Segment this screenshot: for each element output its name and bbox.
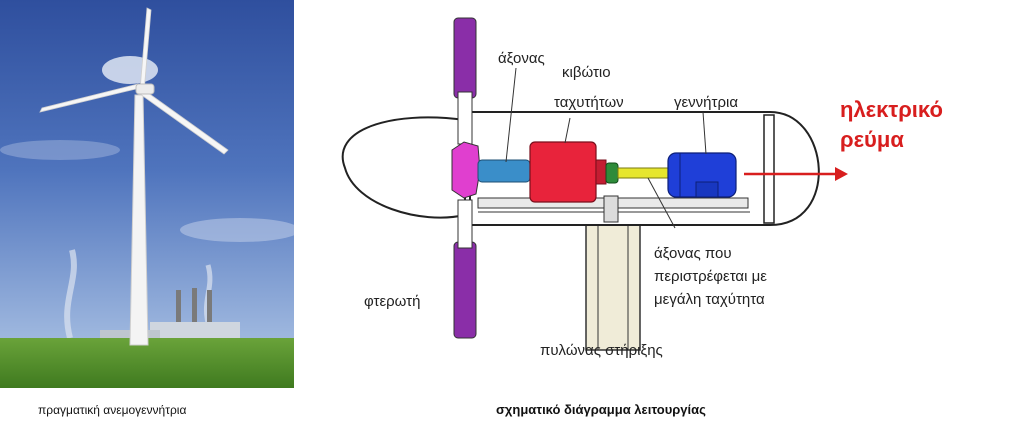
electric-current-label-line1: ηλεκτρικό <box>840 97 943 122</box>
lower-blade <box>453 241 477 339</box>
chimney <box>207 290 212 332</box>
cloud <box>102 56 158 84</box>
gearbox-label-line2: ταχυτήτων <box>554 94 624 111</box>
fast-shaft <box>617 167 669 179</box>
tower-label: πυλώνας στήριξης <box>540 342 663 359</box>
wind-turbine-photo <box>0 0 294 388</box>
current-arrow <box>835 167 848 181</box>
chimney <box>192 288 197 332</box>
diagram-caption: σχηματικό διάγραμμα λειτουργίας <box>496 402 706 417</box>
rotor-label: φτερωτή <box>364 293 421 310</box>
upper-blade <box>453 17 477 99</box>
hub <box>451 141 481 199</box>
tower-shape <box>585 211 641 351</box>
shaft-label: άξονας <box>498 50 545 67</box>
ground <box>0 338 294 388</box>
schematic-diagram: άξονας κιβώτιο ταχυτήτων γεννήτρια άξονα… <box>330 0 1024 380</box>
fast-shaft-label-line1: άξονας που <box>654 245 732 262</box>
fast-shaft-label-line2: περιστρέφεται με <box>654 268 767 285</box>
nacelle <box>135 83 155 95</box>
generator-label: γεννήτρια <box>674 94 738 111</box>
gearbox <box>529 141 597 203</box>
photo-caption: πραγματική ανεμογεννήτρια <box>38 403 187 417</box>
chimney <box>176 290 181 332</box>
coupling <box>605 162 619 184</box>
main-shaft <box>477 159 531 183</box>
tower <box>129 94 149 346</box>
fast-shaft-label-line3: μεγάλη ταχύτητα <box>654 291 765 308</box>
electric-current-label-line2: ρεύμα <box>840 127 904 152</box>
nose-cone <box>341 116 466 219</box>
gearbox-label-line1: κιβώτιο <box>562 64 611 81</box>
